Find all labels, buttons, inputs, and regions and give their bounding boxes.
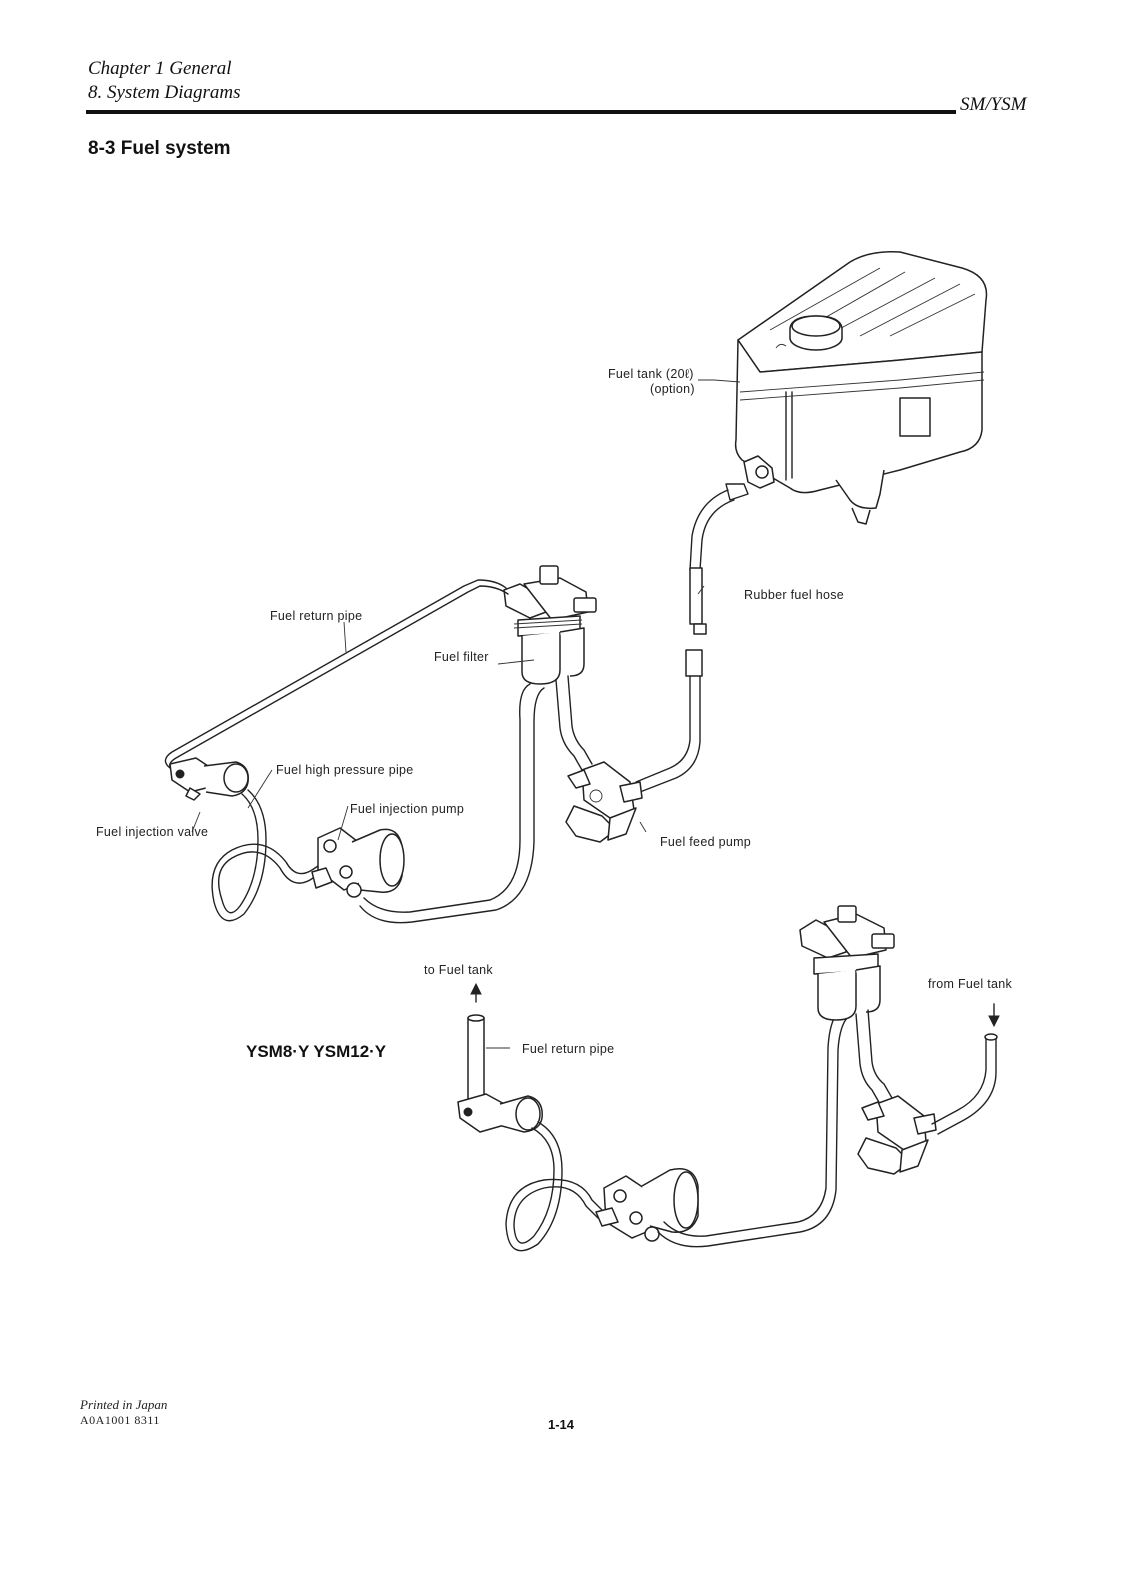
fuel-injection-valve xyxy=(169,757,249,801)
lower-pump-to-filter-pipe xyxy=(657,1013,853,1248)
page-number: 1-14 xyxy=(548,1417,575,1432)
section-heading: 8. System Diagrams xyxy=(88,82,241,103)
label-to-fuel-tank: to Fuel tank xyxy=(424,963,493,977)
label-rubber-fuel-hose: Rubber fuel hose xyxy=(744,588,844,602)
fuel-tank xyxy=(734,250,988,525)
fuel-feed-pump xyxy=(565,761,643,843)
lower-injection-pump xyxy=(595,1168,699,1242)
fuel-high-pressure-pipe xyxy=(211,789,325,922)
lower-fuel-filter xyxy=(799,905,895,1021)
printed-note: Printed in Japan xyxy=(80,1397,168,1412)
filter-to-pump-pipe xyxy=(363,683,531,913)
label-fuel-filter: Fuel filter xyxy=(434,650,489,664)
label-fuel-high-pressure-pipe: Fuel high pressure pipe xyxy=(276,763,414,777)
header-rule xyxy=(86,110,956,114)
label-from-fuel-tank: from Fuel tank xyxy=(928,977,1013,991)
lower-injection-valve xyxy=(457,1093,543,1133)
lower-high-pressure-pipe xyxy=(513,1127,599,1244)
label-fuel-injection-pump: Fuel injection pump xyxy=(350,802,464,816)
chapter-heading: Chapter 1 General xyxy=(88,58,232,79)
fuel-filter xyxy=(503,565,597,685)
page-title: 8-3 Fuel system xyxy=(88,138,231,159)
label-fuel-feed-pump: Fuel feed pump xyxy=(660,835,751,849)
label-fuel-return-pipe-lower: Fuel return pipe xyxy=(522,1042,614,1056)
label-fuel-injection-valve: Fuel injection valve xyxy=(96,825,208,839)
variant-title: YSM8·Y YSM12·Y xyxy=(246,1042,387,1061)
lower-fuel-feed-pump xyxy=(857,1095,937,1175)
lower-supply-hose xyxy=(931,1003,1000,1135)
document-code: A0A1001 8311 xyxy=(80,1413,160,1427)
return-pipe-stub xyxy=(467,982,485,1103)
label-fuel-tank: Fuel tank (20ℓ) xyxy=(608,367,694,381)
rubber-fuel-hose xyxy=(635,483,749,793)
fuel-injection-pump xyxy=(311,827,405,898)
label-fuel-tank-option: (option) xyxy=(650,382,695,396)
model-label: SM/YSM xyxy=(960,94,1027,115)
label-fuel-return-pipe: Fuel return pipe xyxy=(270,609,362,623)
